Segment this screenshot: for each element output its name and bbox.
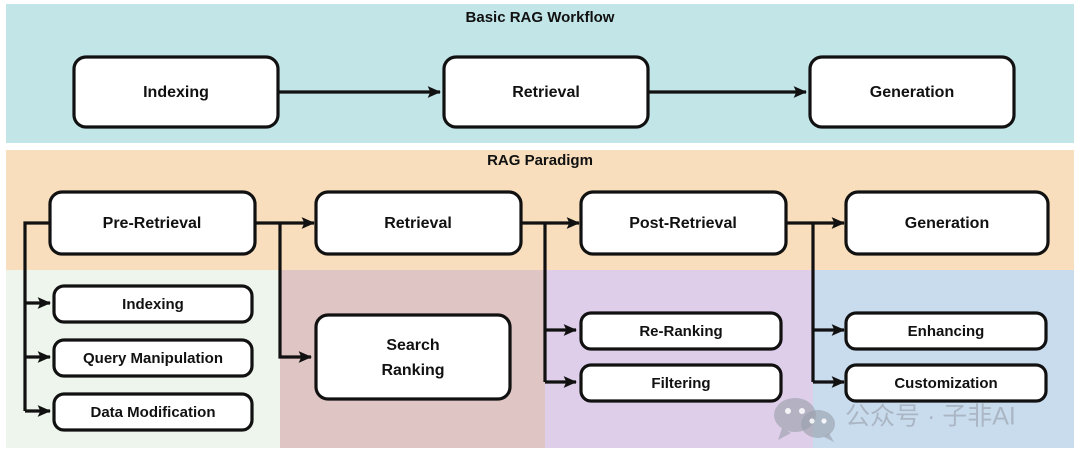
paradigm-child-customization-label: Customization [894,375,997,392]
band-paradigm-title: RAG Paradigm [487,152,593,169]
paradigm-stage-pre-retrieval[interactable]: Pre-Retrieval [48,190,257,256]
basic-node-indexing-label: Indexing [143,84,209,101]
paradigm-child-query-manipulation[interactable]: Query Manipulation [52,338,254,378]
paradigm-child-enhancing-box[interactable] [844,311,1048,351]
paradigm-child-query-manipulation-box[interactable] [52,338,254,378]
band-rag-paradigm: RAG Paradigm Pre-Retrieval Indexing Quer… [6,150,1074,448]
paradigm-child-query-manipulation-label: Query Manipulation [83,350,223,367]
basic-node-generation[interactable]: Generation [808,55,1016,129]
watermark-text: 公众号 · 子非AI [845,403,1016,431]
paradigm-child-indexing[interactable]: Indexing [52,284,254,324]
paradigm-stage-post-retrieval-label: Post-Retrieval [629,215,737,232]
paradigm-child-customization[interactable]: Customization [844,363,1048,403]
paradigm-child-enhancing-label: Enhancing [908,323,985,340]
paradigm-stage-pre-retrieval-label: Pre-Retrieval [103,215,202,232]
paradigm-child-search-ranking-label-line1: Search [386,337,439,354]
paradigm-stage-generation-label: Generation [905,215,989,232]
basic-node-retrieval[interactable]: Retrieval [442,55,650,129]
paradigm-child-data-modification-box[interactable] [52,392,254,432]
paradigm-child-re-ranking-label: Re-Ranking [639,323,722,340]
basic-node-indexing[interactable]: Indexing [72,55,280,129]
paradigm-child-filtering[interactable]: Filtering [579,363,783,403]
paradigm-child-re-ranking[interactable]: Re-Ranking [579,311,783,351]
basic-node-generation-label: Generation [870,84,954,101]
paradigm-arrow-retrieval-drop-to-search-ranking [278,223,313,363]
paradigm-stage-generation-box[interactable] [844,190,1050,256]
paradigm-child-enhancing[interactable]: Enhancing [844,311,1048,351]
paradigm-child-search-ranking-label-line2: Ranking [381,362,444,379]
paradigm-stage-retrieval[interactable]: Retrieval [314,190,523,256]
basic-node-generation-box[interactable] [808,55,1016,129]
paradigm-child-customization-box[interactable] [844,363,1048,403]
watermark: 公众号 · 子非AI [774,398,1016,442]
paradigm-child-filtering-box[interactable] [579,363,783,403]
paradigm-child-re-ranking-box[interactable] [579,311,783,351]
paradigm-child-search-ranking-box[interactable] [314,313,512,401]
paradigm-child-data-modification[interactable]: Data Modification [52,392,254,432]
band-basic-rag-workflow: Basic RAG Workflow Indexing Retrieval Ge… [6,4,1074,143]
quadrant-generation-background [813,270,1074,448]
pre-retrieval-fanout-spine [23,221,50,411]
paradigm-child-data-modification-label: Data Modification [90,404,215,421]
paradigm-stage-generation[interactable]: Generation [844,190,1050,256]
paradigm-child-search-ranking[interactable]: Search Ranking [314,313,512,401]
paradigm-child-filtering-label: Filtering [651,375,710,392]
band-basic-title: Basic RAG Workflow [466,9,615,26]
paradigm-child-indexing-label: Indexing [122,296,184,313]
wechat-icon [774,398,835,442]
paradigm-stage-post-retrieval[interactable]: Post-Retrieval [579,190,788,256]
paradigm-stage-retrieval-label: Retrieval [384,215,452,232]
basic-node-retrieval-label: Retrieval [512,84,580,101]
quadrant-post-retrieval-background [545,270,813,448]
paradigm-child-indexing-box[interactable] [52,284,254,324]
